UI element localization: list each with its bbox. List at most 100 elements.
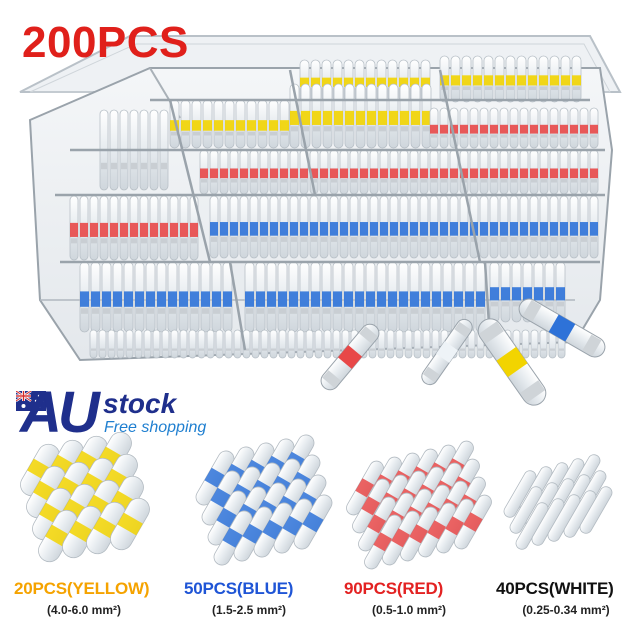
connector-tube [549,149,559,195]
connector-tube [109,195,119,261]
connector-tube [288,261,299,333]
connector-tube [483,55,494,103]
variant-red-label: 90PCS(RED) (0.5-1.0 mm²) [344,579,474,617]
connector-tube [419,195,429,259]
connector-tube [134,329,143,359]
connector-tube [139,195,149,261]
connector-tube [527,55,538,103]
connector-tube [459,107,469,149]
connector-tube [439,107,449,149]
connector-tube [413,329,422,359]
connector-tube [145,261,156,333]
connector-tube [479,107,489,149]
connector-tube [398,261,409,333]
connector-tube [149,195,159,261]
connector-tube [170,329,179,359]
connector-tube [365,261,376,333]
connector-tube [332,329,341,359]
connector-tube [300,83,311,149]
variant-wire-size: (1.5-2.5 mm²) [211,603,287,617]
connector-tube [569,107,579,149]
connector-tube [246,99,257,149]
connector-tube [489,195,499,259]
connector-tube [69,195,79,261]
connector-tube [560,55,571,103]
connector-tube [389,195,399,259]
connector-tube [467,329,476,359]
stock-label: stock [103,388,177,419]
connector-tube [404,329,413,359]
connector-tube [209,195,219,259]
connector-tube [188,329,197,359]
connector-tube [152,329,161,359]
connector-tube [479,195,489,259]
connector-tube [179,195,189,261]
connector-tube [209,149,219,195]
connector-tube [339,195,349,259]
connector-tube [379,149,389,195]
connector-tube [579,149,589,195]
connector-tube [329,149,339,195]
connector-tube [229,149,239,195]
connector-tube [387,261,398,333]
connector-tube [333,83,344,149]
connector-tube [199,149,209,195]
connector-tube [409,261,420,333]
au-stock-badge: AU stock Free shopping [8,380,208,447]
connector-tube [469,149,479,195]
connector-tube [322,83,333,149]
connector-tube [569,149,579,195]
connector-tube [516,55,527,103]
connector-tube [579,195,589,259]
connector-tube [539,329,548,359]
connector-tube [89,195,99,261]
connector-tube [101,261,112,333]
connector-tube [589,149,599,195]
connector-tube [461,55,472,103]
connector-tube [269,149,279,195]
connector-tube [399,149,409,195]
connector-tube [98,329,107,359]
connector-tube [332,261,343,333]
connector-tube [395,329,404,359]
connector-tube [249,149,259,195]
loose-connector [518,298,606,358]
connector-tube [299,261,310,333]
connector-tube [107,329,116,359]
connector-tube [529,195,539,259]
connector-tube [314,329,323,359]
connector-tube [409,149,419,195]
connector-tube [509,149,519,195]
connector-tube [202,99,213,149]
connector-tube [500,261,511,323]
connector-tube [343,261,354,333]
connector-tube [450,55,461,103]
connector-tube [305,329,314,359]
free-shipping-label: Free shopping [104,419,207,436]
connector-tube [329,195,339,259]
connector-tube [549,195,559,259]
connector-tube [377,83,388,149]
connector-tube [429,149,439,195]
connector-tube [369,149,379,195]
connector-tube [439,55,450,103]
connector-tube [429,107,439,149]
connector-tube [511,261,522,323]
connector-tube [489,261,500,323]
connector-tube [389,149,399,195]
connector-tube [349,149,359,195]
connector-tube [472,55,483,103]
sample-bundles [20,431,613,570]
connector-tube [156,261,167,333]
connector-tube [579,107,589,149]
connector-tube [379,195,389,259]
connector-tube [242,329,251,359]
connector-tube [344,83,355,149]
connector-tube [79,261,90,333]
connector-tube [279,195,289,259]
connector-tube [119,195,129,261]
connector-tube [386,329,395,359]
connector-tube [233,329,242,359]
